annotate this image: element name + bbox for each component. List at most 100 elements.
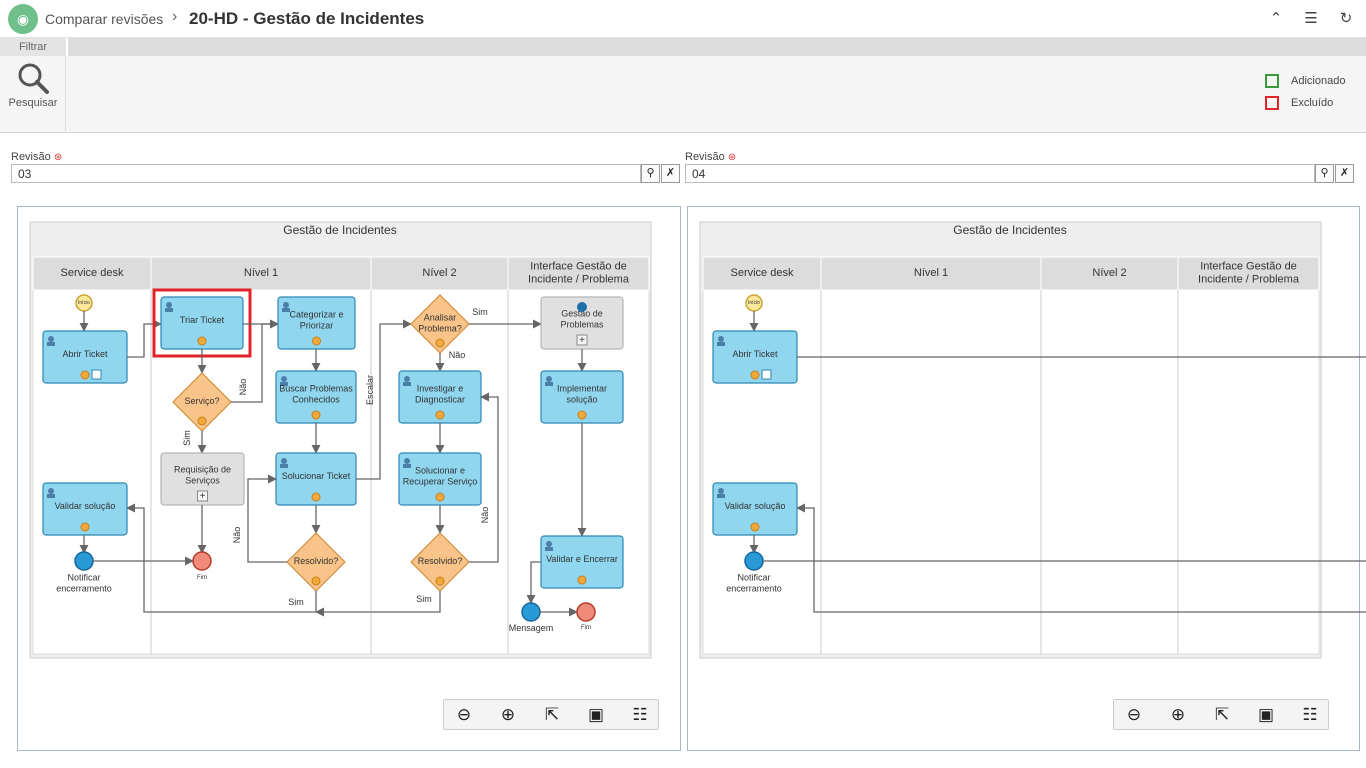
app-logo-icon: ◉ [8,4,38,34]
fit-screen-icon[interactable]: ⇱ [1214,705,1230,724]
zoom-in-icon[interactable]: ⊕ [500,705,516,724]
form-icon [80,522,90,532]
form-icon [311,492,321,502]
zoom-in-icon[interactable]: ⊕ [1170,705,1186,724]
collapse-up-icon[interactable]: ⌃ [1269,10,1283,27]
user-icon [48,488,54,494]
user-icon-body [282,308,290,312]
flow-label-sim: Sim [182,430,192,446]
end-event [192,551,212,571]
form-icon [435,576,445,586]
revision-left-search-icon[interactable]: ⚲ [641,164,660,183]
user-icon [718,488,724,494]
flow-label-nao: Não [238,379,248,396]
gateway-resolvido-2-label: Resolvido? [418,556,463,566]
pool-title: Gestão de Incidentes [953,223,1066,237]
layout-icon[interactable]: ☷ [632,705,648,724]
breadcrumb[interactable]: Comparar revisões [45,11,164,27]
end-event [576,602,596,622]
user-icon-body [165,308,173,312]
flow [526,561,541,604]
revision-left-clear-icon[interactable]: ✗ [661,164,680,183]
task-validar-encerrar-label: Validar e Encerrar [546,554,618,564]
flow [126,503,317,613]
form-icon [435,492,445,502]
form-icon [435,338,445,348]
flow-label-sim: Sim [416,594,432,604]
page-title: 20-HD - Gestão de Incidentes [189,9,425,28]
image-export-icon[interactable]: ▣ [1257,705,1275,724]
flow [796,503,1366,613]
required-icon: ⊛ [727,152,737,163]
flow-label-sim: Sim [472,307,488,317]
task-abrir-ticket-label: Abrir Ticket [62,349,108,359]
fit-screen-icon[interactable]: ⇱ [544,705,560,724]
filter-bar [68,38,1366,56]
lane-title: Service desk [61,267,124,279]
layout-icon[interactable]: ☷ [1302,705,1318,724]
zoom-toolbar-left: ⊖ ⊕ ⇱ ▣ ☷ [443,699,659,730]
legend-removed-swatch [1265,96,1279,110]
legend-added: Adicionado [1265,74,1345,88]
expand-plus: + [579,335,585,346]
image-export-icon[interactable]: ▣ [587,705,605,724]
gateway-servico-label: Serviço? [184,396,219,406]
task-validar-solucao-label: Validar solução [55,501,116,511]
form-icon [311,576,321,586]
lane-header [150,256,372,291]
user-icon-body [545,382,553,386]
user-icon-body [403,464,411,468]
revision-right-search-icon[interactable]: ⚲ [1315,164,1334,183]
revision-right-input[interactable]: 04 [685,164,1315,183]
user-icon-body [47,494,55,498]
form-icon [750,370,760,380]
zoom-out-icon[interactable]: ⊖ [456,705,472,724]
task-solucionar-ticket-label: Solucionar Ticket [282,471,351,481]
form-icon [311,410,321,420]
flow [356,319,412,480]
form-icon [312,336,321,346]
refresh-icon[interactable]: ↻ [1339,10,1353,27]
user-icon-body [47,342,55,346]
message-event [74,551,94,571]
user-icon [546,541,552,547]
gateway-resolvido-1-label: Resolvido? [294,556,339,566]
required-icon: ⊛ [53,152,63,163]
flow-label-escalar: Escalar [365,375,375,405]
search-button[interactable]: Pesquisar [0,56,66,133]
form-icon [577,575,587,585]
mensagem-label: Mensagem [509,623,554,633]
expand-icon [576,334,588,346]
user-icon [166,302,172,308]
user-icon-body [545,547,553,551]
toolbar: Pesquisar Adicionado Excluído [0,56,1366,133]
filter-tab[interactable]: Filtrar [0,38,66,56]
user-icon [718,336,724,342]
checklist-icon [761,369,772,380]
form-icon [80,370,90,380]
lane-header [1177,256,1320,291]
form-icon [435,410,445,420]
form-icon [197,336,207,346]
revision-left-input[interactable]: 03 [11,164,641,183]
legend-removed: Excluído [1265,96,1333,110]
zoom-out-icon[interactable]: ⊖ [1126,705,1142,724]
legend-added-swatch [1265,74,1279,88]
checklist-icon [91,369,102,380]
start-label: Início [78,300,90,306]
start-label: Início [748,300,760,306]
pool-title: Gestão de Incidentes [283,223,396,237]
list-menu-icon[interactable]: ☰ [1304,10,1318,27]
user-icon [546,376,552,382]
revision-right-clear-icon[interactable]: ✗ [1335,164,1354,183]
